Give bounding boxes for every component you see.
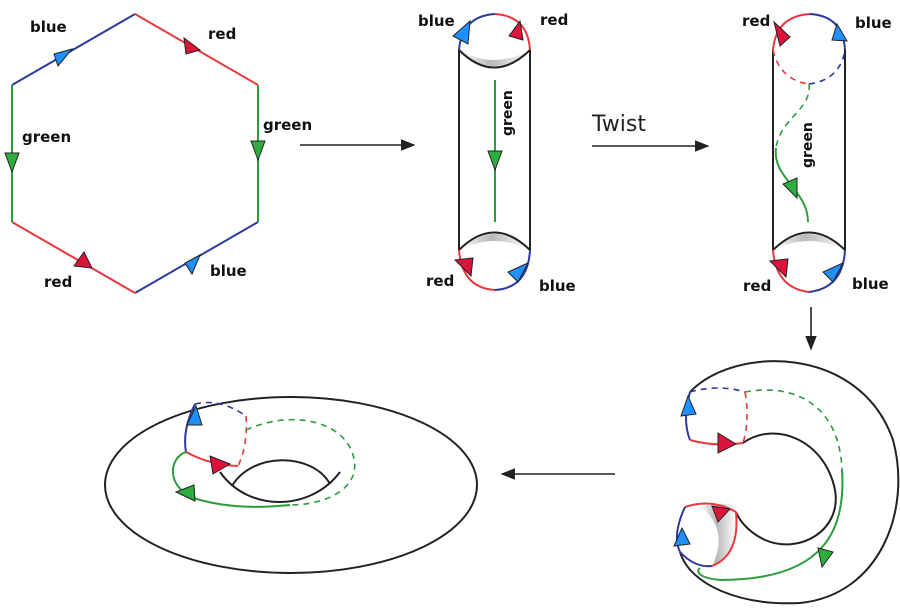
twist-step-label: Twist: [591, 112, 646, 137]
bent-tube-top-red-hidden-edge: [742, 391, 748, 444]
torus-green-seam: [172, 451, 291, 508]
twisted-label-bottom-right: blue: [852, 275, 889, 293]
torus-hole-lower: [219, 471, 341, 503]
bent-tube-top-red-edge: [689, 439, 744, 446]
twisted-top-blue-hidden-edge: [808, 49, 846, 85]
cylinder-bottom-rim: [458, 231, 531, 251]
torus-red-hidden-edge: [237, 415, 248, 467]
red-arrow-icon: [768, 258, 789, 279]
twisted-bottom-rim: [772, 231, 846, 251]
bent-tube-green-seam-tail: [697, 567, 721, 581]
cylinder-label-bottom-left: red: [426, 272, 454, 290]
green-arrow-icon: [4, 152, 20, 174]
green-arrow-icon: [250, 140, 266, 162]
green-arrow-icon: [782, 177, 798, 200]
torus-blue-edge: [184, 403, 196, 453]
twisted-top-red-edge: [772, 13, 811, 51]
green-arrow-icon: [174, 484, 196, 502]
hexagon-panel: blue red green green red blue: [4, 13, 312, 294]
blue-arrow-icon: [831, 22, 848, 42]
twisted-green-hidden-seam: [775, 83, 810, 149]
cylinder-label-top-right: red: [540, 11, 568, 29]
blue-arrow-icon: [452, 19, 471, 45]
hexagon-label-bottom-left: red: [44, 273, 72, 291]
twisted-label-bottom-left: red: [743, 277, 771, 295]
red-arrow-icon: [717, 432, 738, 454]
bent-tube-bottom-red-edge-2: [711, 511, 738, 567]
red-arrow-icon: [711, 505, 731, 523]
green-arrow-icon: [817, 547, 834, 569]
hexagon-edge-top-left: [11, 13, 136, 86]
bent-tube-bottom-cap-shading: [700, 504, 737, 566]
twisted-label-top-right: blue: [855, 14, 892, 32]
torus-hole-upper: [231, 459, 331, 487]
blue-arrow-icon: [53, 48, 74, 68]
cylinder-label-bottom-right: blue: [539, 277, 576, 295]
bent-tube-bottom-red-edge: [684, 502, 737, 513]
blue-arrow-icon: [186, 404, 203, 426]
cylinder-label-middle: green: [500, 90, 516, 136]
red-arrow-icon: [73, 251, 93, 269]
blue-arrow-icon: [507, 261, 530, 283]
hexagon-label-bottom-right: blue: [210, 262, 247, 280]
torus-blue-hidden-edge: [194, 401, 247, 417]
cylinder-label-top-left: blue: [418, 12, 455, 30]
bent-tube-bottom-blue-edge-2: [679, 551, 713, 568]
blue-arrow-icon: [680, 394, 697, 417]
green-arrow-icon: [487, 150, 503, 172]
cylinder-top-rim: [458, 49, 531, 69]
hexagon-edge-bottom-left: [11, 221, 136, 294]
hexagon-label-left: green: [22, 128, 71, 146]
red-arrow-icon: [209, 455, 232, 475]
blue-arrow-icon: [184, 253, 202, 276]
cylinder-bottom-cap-shading: [459, 234, 530, 250]
twisted-cylinder-panel: red blue green red blue: [742, 12, 892, 295]
bent-tube-top-blue-hidden-edge: [689, 387, 746, 393]
red-arrow-icon: [453, 257, 474, 278]
red-arrow-icon: [183, 36, 202, 55]
twisted-label-top-left: red: [742, 12, 770, 30]
torus-panel: [104, 396, 478, 574]
twisted-label-middle: green: [800, 122, 816, 168]
twisted-bottom-red-edge: [772, 249, 810, 293]
hexagon-label-top-right: red: [208, 25, 236, 43]
bent-tube-green-hidden-seam: [744, 389, 843, 471]
bent-tube-green-seam: [719, 469, 844, 581]
bent-tube-outer-wall: [679, 360, 900, 605]
twisted-top-red-hidden-edge: [772, 49, 810, 85]
red-arrow-icon: [508, 19, 524, 41]
bent-tube-panel: [673, 360, 900, 605]
bent-tube-inner-wall: [735, 432, 837, 546]
hexagon-label-top-left: blue: [30, 18, 67, 36]
hexagon-label-right: green: [263, 116, 312, 134]
blue-arrow-icon: [822, 261, 845, 283]
bent-tube-top-blue-edge: [685, 391, 691, 441]
blue-arrow-icon: [673, 526, 691, 547]
cylinder-top-cap-shading: [459, 50, 530, 66]
bent-tube-bottom-blue-edge: [675, 506, 686, 553]
cylinder-panel: blue red green red blue: [418, 11, 576, 295]
twisted-top-blue-edge: [809, 13, 846, 51]
red-arrow-icon: [773, 20, 791, 47]
torus-outer-outline: [104, 396, 478, 574]
cylinder-bottom-red-edge: [458, 249, 496, 291]
torus-green-hidden-seam: [245, 418, 356, 506]
